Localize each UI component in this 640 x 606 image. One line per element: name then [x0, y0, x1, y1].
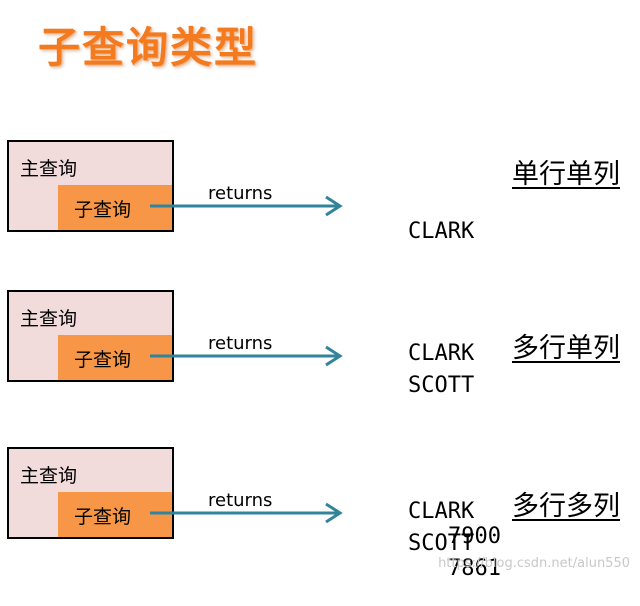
- main-query-box: 主查询 子查询: [7, 290, 174, 382]
- watermark: https://blog.csdn.net/alun550: [438, 556, 630, 571]
- category-label: 多行多列: [512, 491, 620, 522]
- result-name: CLARK: [407, 341, 475, 366]
- result-line: SCOTT: [355, 348, 474, 423]
- category-label: 多行单列: [512, 333, 620, 364]
- row-single-row-single-column: 主查询 子查询 returns CLARK 单行单列: [0, 140, 640, 250]
- result-value: 7900: [448, 524, 501, 549]
- result-name: SCOTT: [407, 373, 475, 398]
- result-name: CLARK: [407, 219, 475, 244]
- main-query-box: 主查询 子查询: [7, 140, 174, 232]
- result-line: CLARK: [355, 194, 474, 269]
- subquery-label: 子查询: [74, 199, 132, 221]
- row-multi-row-single-column: 主查询 子查询 returns CLARK SCOTT 多行单列: [0, 290, 640, 400]
- main-query-label: 主查询: [20, 465, 78, 487]
- main-query-label: 主查询: [20, 308, 78, 330]
- row-multi-row-multi-column: 主查询 子查询 returns CLARK 7900 SCOTT 7861 多行…: [0, 447, 640, 581]
- result-value: 7861: [448, 556, 501, 581]
- returns-label: returns: [208, 333, 273, 354]
- result-name: CLARK: [407, 499, 475, 524]
- category-label: 单行单列: [512, 159, 620, 190]
- subquery-label: 子查询: [74, 506, 132, 528]
- returns-arrow: [150, 502, 343, 524]
- result-line: CLARK 7900: [355, 474, 501, 574]
- returns-label: returns: [208, 183, 273, 204]
- returns-arrow: [150, 345, 343, 367]
- returns-label: returns: [208, 490, 273, 511]
- result-line: CLARK: [355, 316, 474, 391]
- main-query-box: 主查询 子查询: [7, 447, 174, 539]
- returns-arrow: [150, 195, 343, 217]
- page-title: 子查询类型: [38, 23, 259, 72]
- result-name: SCOTT: [407, 531, 475, 556]
- subquery-label: 子查询: [74, 349, 132, 371]
- main-query-label: 主查询: [20, 158, 78, 180]
- result-line: SCOTT 7861: [355, 506, 501, 606]
